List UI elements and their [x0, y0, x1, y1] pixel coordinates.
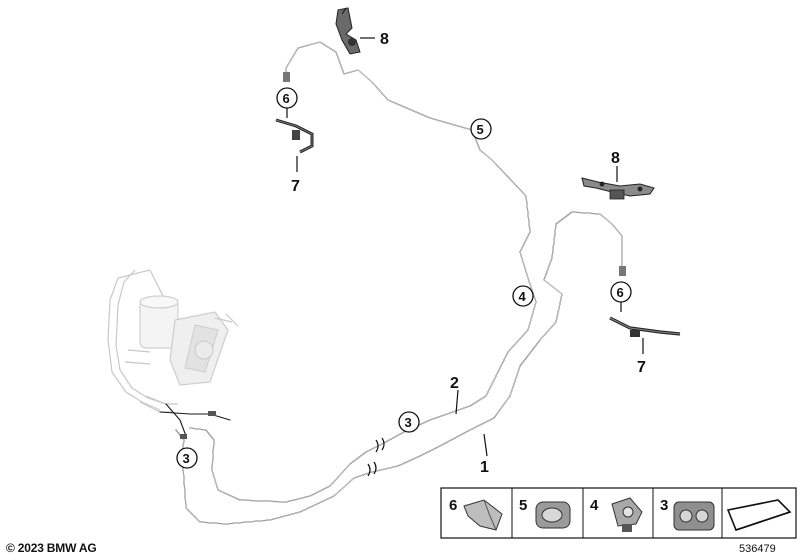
callout-7-right: 7 [637, 338, 646, 376]
brake-hose-right [609, 266, 681, 337]
part-number-7-right: 7 [637, 359, 646, 376]
part-number-2: 2 [450, 375, 459, 392]
circled-number-3-middle: 3 [405, 415, 412, 430]
callout-7-left: 7 [291, 156, 300, 195]
bracket-8-top [335, 7, 361, 55]
part-number-1: 1 [480, 459, 489, 476]
brake-line-5 [189, 41, 537, 503]
callout-1: 1 [480, 433, 489, 476]
legend-number-4: 4 [590, 497, 599, 514]
callout-8-top: 8 [360, 31, 389, 48]
legend-item-6: 6 [449, 497, 503, 531]
part-number-7-left: 7 [291, 178, 300, 195]
circled-number-5: 5 [477, 122, 484, 137]
circled-callout-6-left: 6 [276, 87, 298, 118]
legend-number-5: 5 [519, 497, 527, 514]
part-number-8-right: 8 [611, 150, 620, 167]
legend-arrow-icon [726, 499, 792, 531]
bracket-8-right [581, 177, 655, 200]
circled-callout-3-middle: 3 [398, 411, 420, 433]
legend-item-3: 3 [660, 497, 715, 531]
circled-callout-3-left: 3 [176, 447, 198, 469]
line-break-symbols [367, 437, 385, 477]
legend-number-3: 3 [660, 497, 668, 514]
circled-number-3-left: 3 [183, 451, 190, 466]
legend-box: 6 5 4 3 [440, 487, 797, 539]
part-number-8-top: 8 [380, 31, 389, 48]
legend-item-4: 4 [590, 497, 643, 532]
copyright-text: © 2023 BMW AG [6, 541, 97, 555]
circled-number-4: 4 [519, 289, 527, 304]
circled-number-6-right: 6 [617, 285, 624, 300]
legend-number-6: 6 [449, 497, 457, 514]
legend-item-5: 5 [519, 497, 571, 529]
circled-number-6-left: 6 [283, 91, 290, 106]
brake-line-1 [175, 211, 623, 525]
master-cylinder-ghost [107, 269, 239, 413]
line-fittings-left [159, 403, 231, 439]
circled-callout-6-right: 6 [610, 281, 632, 312]
circled-callout-5: 5 [470, 118, 492, 140]
callout-2: 2 [450, 375, 459, 415]
brake-hose-left [275, 72, 314, 154]
diagram-reference-number: 536479 [739, 543, 776, 555]
callout-8-right: 8 [611, 150, 620, 182]
circled-callout-4: 4 [512, 285, 534, 307]
